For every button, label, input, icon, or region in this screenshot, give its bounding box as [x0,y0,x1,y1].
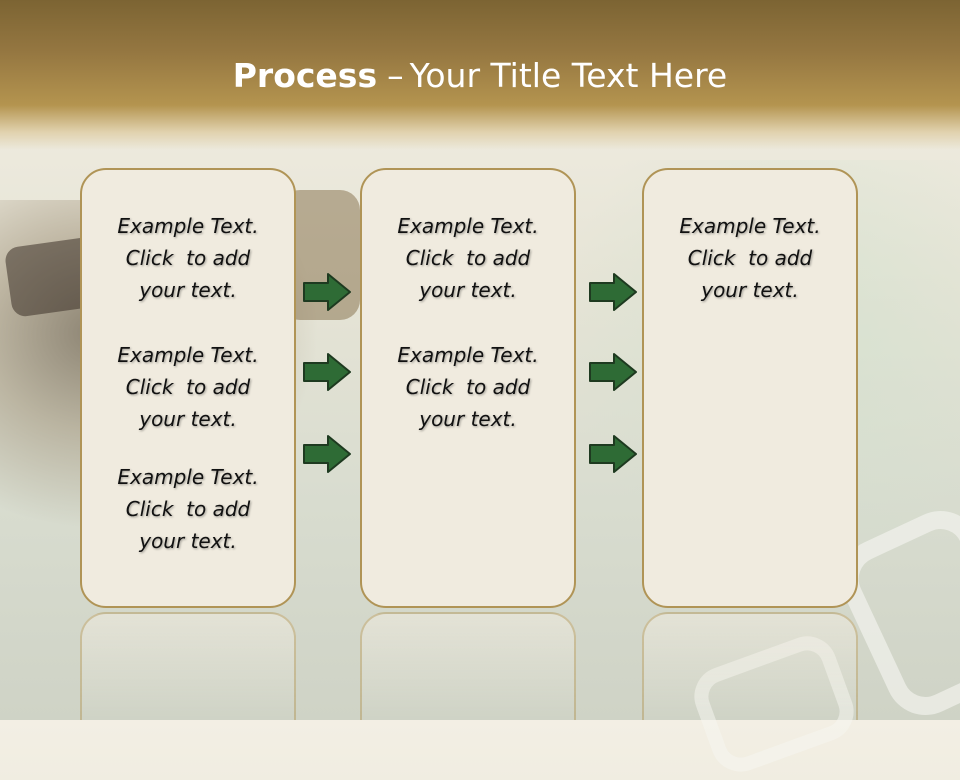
title-bold-text: Process [232,56,378,95]
text-block[interactable]: Example Text. Click to add your text. [80,339,296,435]
process-box-2-reflection [360,612,576,720]
text-block[interactable]: Example Text. Click to add your text. [80,461,296,557]
text-line: Click to add [405,246,531,270]
text-line: your text. [419,278,517,302]
right-arrow-icon [302,352,352,392]
text-line: your text. [701,278,799,302]
text-line: Example Text. [117,343,259,367]
process-box-3-reflection [642,612,858,720]
text-line: your text. [419,407,517,431]
right-arrow-icon [588,272,638,312]
text-line: Click to add [125,375,251,399]
title-rest-text: Your Title Text Here [409,56,728,95]
text-line: your text. [139,407,237,431]
right-arrow-icon [588,434,638,474]
title-bar [0,0,960,150]
text-line: Example Text. [117,465,259,489]
text-line: your text. [139,278,237,302]
text-line: Example Text. [397,214,539,238]
text-line: Click to add [405,375,531,399]
text-line: Example Text. [117,214,259,238]
process-box-2[interactable] [360,168,576,608]
text-line: Click to add [125,246,251,270]
text-line: your text. [139,529,237,553]
title-separator: – [387,56,404,95]
right-arrow-icon [588,352,638,392]
text-block[interactable]: Example Text. Click to add your text. [360,210,576,306]
right-arrow-icon [302,434,352,474]
text-block[interactable]: Example Text. Click to add your text. [360,339,576,435]
slide-title[interactable]: Process–Your Title Text Here [0,52,960,100]
text-line: Click to add [125,497,251,521]
right-arrow-icon [302,272,352,312]
process-box-3[interactable] [642,168,858,608]
text-line: Example Text. [679,214,821,238]
text-block[interactable]: Example Text. Click to add your text. [80,210,296,306]
text-line: Click to add [687,246,813,270]
process-box-1-reflection [80,612,296,720]
process-box-1[interactable] [80,168,296,608]
text-line: Example Text. [397,343,539,367]
text-block[interactable]: Example Text. Click to add your text. [642,210,858,306]
